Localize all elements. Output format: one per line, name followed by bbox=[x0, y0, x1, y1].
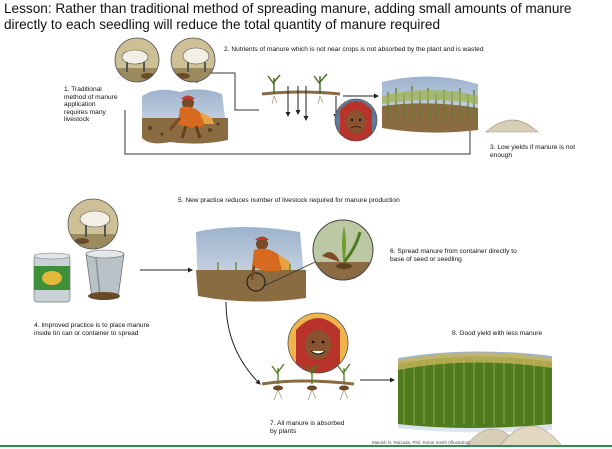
cow-circle-3 bbox=[68, 199, 118, 249]
caption-step-2: 2. Nutrients of manure which is not near… bbox=[224, 46, 484, 53]
manure-container-icon bbox=[85, 249, 125, 300]
illustration-credit: Manish N. Raizada, Phil. Robin Smith (Il… bbox=[372, 440, 470, 445]
manure-pile-small bbox=[485, 119, 539, 133]
caption-step-6: 6. Spread manure from container directly… bbox=[390, 248, 517, 263]
absorbing-seedlings-scene bbox=[261, 363, 355, 401]
tin-can-icon bbox=[33, 252, 71, 303]
caption-step-1: 1. Traditional method of manure applicat… bbox=[64, 86, 118, 124]
cow-circle-2 bbox=[171, 38, 215, 82]
cow-circle-1 bbox=[115, 38, 159, 82]
low-yield-field bbox=[382, 76, 478, 133]
caption-step-3: 3. Low yields if manure is not enough bbox=[490, 144, 576, 159]
caption-step-7: 7. All manure is absorbed by plants bbox=[270, 420, 345, 435]
happy-farmer-face bbox=[288, 313, 348, 373]
zoom-connector bbox=[263, 261, 316, 287]
caption-step-4: 4. Improved practice is to place manure … bbox=[34, 322, 150, 337]
wasted-nutrients-scene bbox=[261, 73, 341, 121]
caption-step-5: 5. New practice reduces number of livest… bbox=[178, 197, 400, 204]
targeted-application-scene bbox=[196, 227, 306, 302]
manure-piles-reduced bbox=[465, 425, 563, 447]
arrow-to-absorption bbox=[225, 301, 261, 385]
caption-step-8: 8. Good yield with less manure bbox=[452, 330, 543, 337]
worried-farmer-face bbox=[335, 99, 377, 141]
lesson-title: Lesson: Rather than traditional method o… bbox=[4, 1, 572, 32]
traditional-spreading-scene bbox=[142, 89, 228, 144]
good-yield-field bbox=[398, 351, 552, 433]
